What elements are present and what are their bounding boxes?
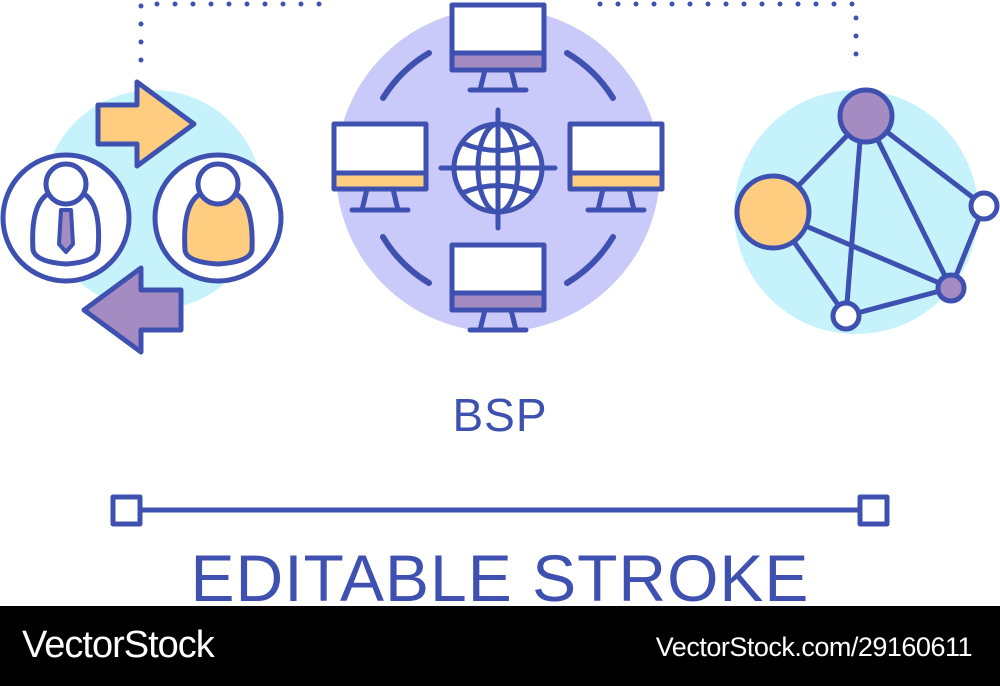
user-exchange-icon <box>0 79 284 355</box>
brand-logo: VectorStock <box>22 624 215 666</box>
small-purple-node-icon <box>935 272 967 304</box>
dotted-connector-left <box>138 1 328 63</box>
left-arrow-icon <box>81 265 184 355</box>
monitor-right-icon <box>567 121 665 213</box>
concept-title: BSP <box>452 389 548 441</box>
user-avatar-icon <box>152 152 284 284</box>
monitor-bottom-icon <box>449 242 547 333</box>
bsp-concept-illustration <box>0 1 1000 527</box>
dotted-connector-right <box>597 1 859 63</box>
white-node-right-icon <box>968 190 1000 222</box>
editable-stroke-line-icon <box>110 494 890 527</box>
monitor-left-icon <box>331 121 429 213</box>
right-arrow-icon <box>95 79 197 169</box>
large-purple-node-icon <box>837 87 895 145</box>
white-node-bottom-icon <box>830 300 862 332</box>
image-reference: VectorStock.com/29160611 <box>655 632 973 662</box>
editable-stroke-label: EDITABLE STROKE <box>190 541 810 608</box>
monitor-top-icon <box>449 2 547 93</box>
globe-icon <box>438 107 558 231</box>
orange-node-icon <box>734 173 812 251</box>
node-graph-icon <box>734 87 1000 334</box>
computer-network-icon <box>331 2 665 333</box>
businessman-avatar-icon <box>0 152 132 284</box>
watermark-footer: VectorStock VectorStock.com/29160611 <box>0 606 1000 686</box>
